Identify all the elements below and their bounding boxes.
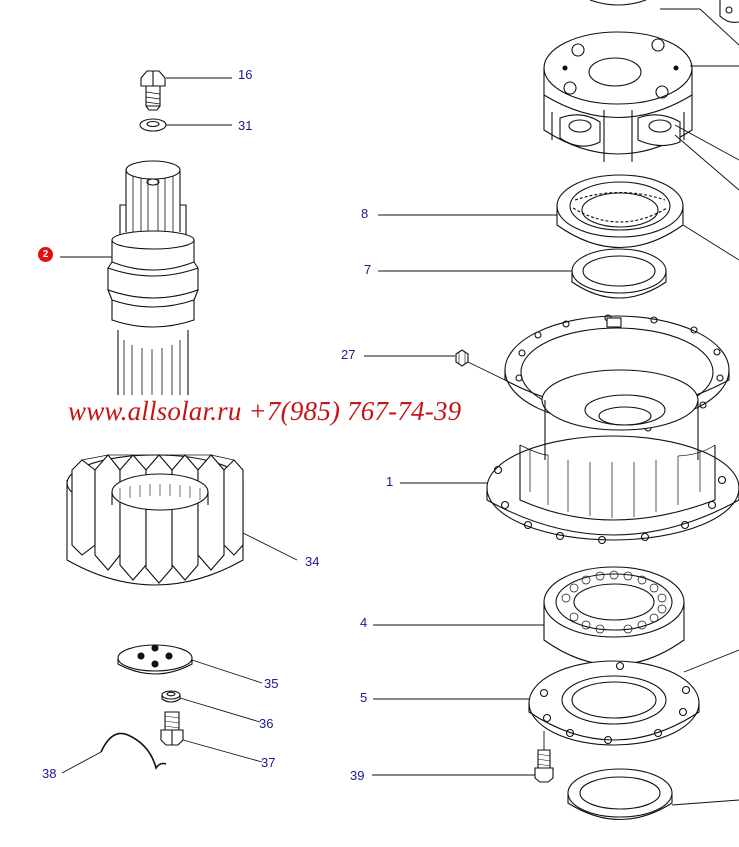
callout-7: 7 bbox=[364, 262, 372, 277]
clip-part-38 bbox=[100, 732, 167, 770]
callout-39: 39 bbox=[350, 768, 365, 783]
highlighted-part-number: 2 bbox=[42, 249, 49, 260]
callout-16: 16 bbox=[238, 67, 253, 82]
shaft-part-2 bbox=[107, 160, 199, 395]
callout-31: 31 bbox=[238, 118, 253, 133]
bolt-part-39 bbox=[534, 749, 554, 783]
upper-box-part bbox=[719, 0, 739, 23]
callout-5: 5 bbox=[360, 690, 368, 705]
carrier-part bbox=[543, 31, 693, 162]
gear-part-34 bbox=[66, 454, 244, 586]
plug-part-27 bbox=[455, 349, 469, 367]
callout-35: 35 bbox=[264, 676, 279, 691]
washer-part-31 bbox=[139, 118, 167, 132]
callout-38: 38 bbox=[42, 766, 57, 781]
highlighted-part-marker: 2 bbox=[38, 247, 53, 262]
bolt-part-16 bbox=[140, 70, 166, 111]
bearing-part-8 bbox=[556, 174, 684, 248]
upper-part-edge bbox=[589, 0, 647, 6]
seal-part-7 bbox=[571, 248, 667, 299]
callout-1: 1 bbox=[386, 474, 394, 489]
callout-37: 37 bbox=[261, 755, 276, 770]
plate-part-35 bbox=[117, 644, 193, 675]
housing-part-1 bbox=[486, 314, 739, 545]
leader-lines bbox=[60, 8, 739, 806]
callout-34: 34 bbox=[305, 554, 320, 569]
watermark-text: www.allsolar.ru +7(985) 767-74-39 bbox=[68, 396, 462, 426]
bearing-part-4 bbox=[543, 566, 685, 666]
bolt-part-37 bbox=[160, 711, 184, 746]
washer-part-36 bbox=[161, 690, 181, 703]
callout-36: 36 bbox=[259, 716, 274, 731]
callout-4: 4 bbox=[360, 615, 368, 630]
callout-8: 8 bbox=[361, 206, 369, 221]
flange-part-5 bbox=[528, 660, 700, 746]
ring-part-bottom bbox=[567, 768, 673, 820]
callout-27: 27 bbox=[341, 347, 356, 362]
